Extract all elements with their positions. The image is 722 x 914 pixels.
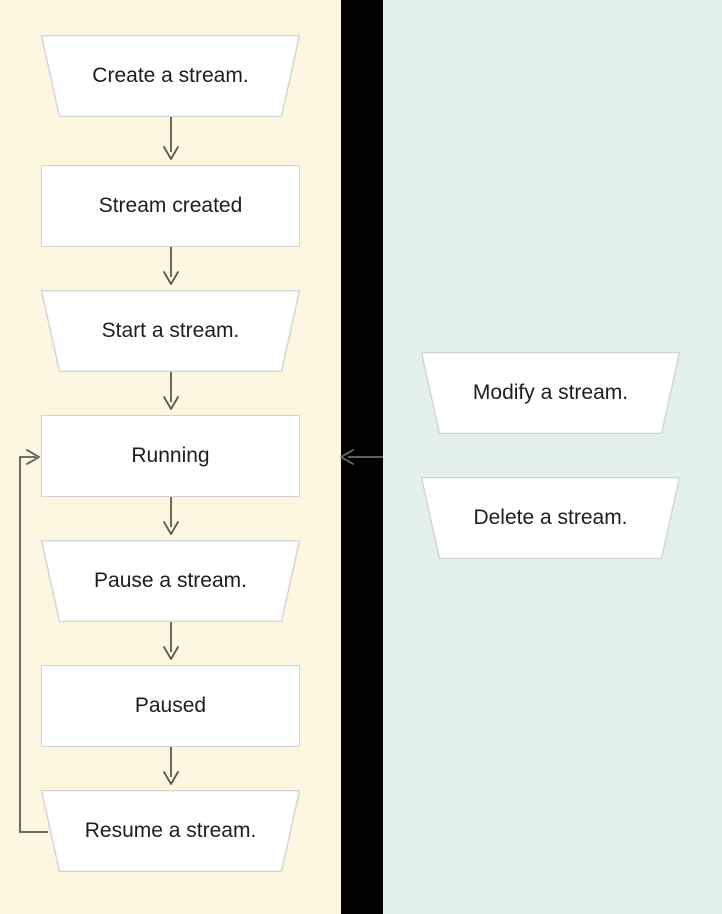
node-label: Paused <box>134 694 207 718</box>
stream-operations-panel <box>383 0 722 914</box>
node-label: Running <box>131 444 210 468</box>
node-label: Resume a stream. <box>84 819 257 843</box>
trapezoid-shape <box>41 290 300 372</box>
node-running[interactable]: Running <box>41 415 300 497</box>
node-resume-a-stream[interactable]: Resume a stream. <box>41 790 300 872</box>
node-create-a-stream[interactable]: Create a stream. <box>41 35 300 117</box>
node-start-a-stream[interactable]: Start a stream. <box>41 290 300 372</box>
node-label: Modify a stream. <box>472 381 629 405</box>
trapezoid-shape <box>41 35 300 117</box>
node-delete-a-stream[interactable]: Delete a stream. <box>421 477 680 559</box>
node-label: Start a stream. <box>101 319 240 343</box>
trapezoid-shape <box>421 477 680 559</box>
panel-divider <box>341 0 383 914</box>
node-modify-a-stream[interactable]: Modify a stream. <box>421 352 680 434</box>
trapezoid-shape <box>41 790 300 872</box>
trapezoid-shape <box>41 540 300 622</box>
node-stream-created[interactable]: Stream created <box>41 165 300 247</box>
node-pause-a-stream[interactable]: Pause a stream. <box>41 540 300 622</box>
node-label: Pause a stream. <box>94 569 247 593</box>
node-label: Stream created <box>98 194 243 218</box>
node-paused[interactable]: Paused <box>41 665 300 747</box>
node-label: Create a stream. <box>92 64 249 88</box>
trapezoid-shape <box>421 352 680 434</box>
node-label: Delete a stream. <box>473 506 628 530</box>
